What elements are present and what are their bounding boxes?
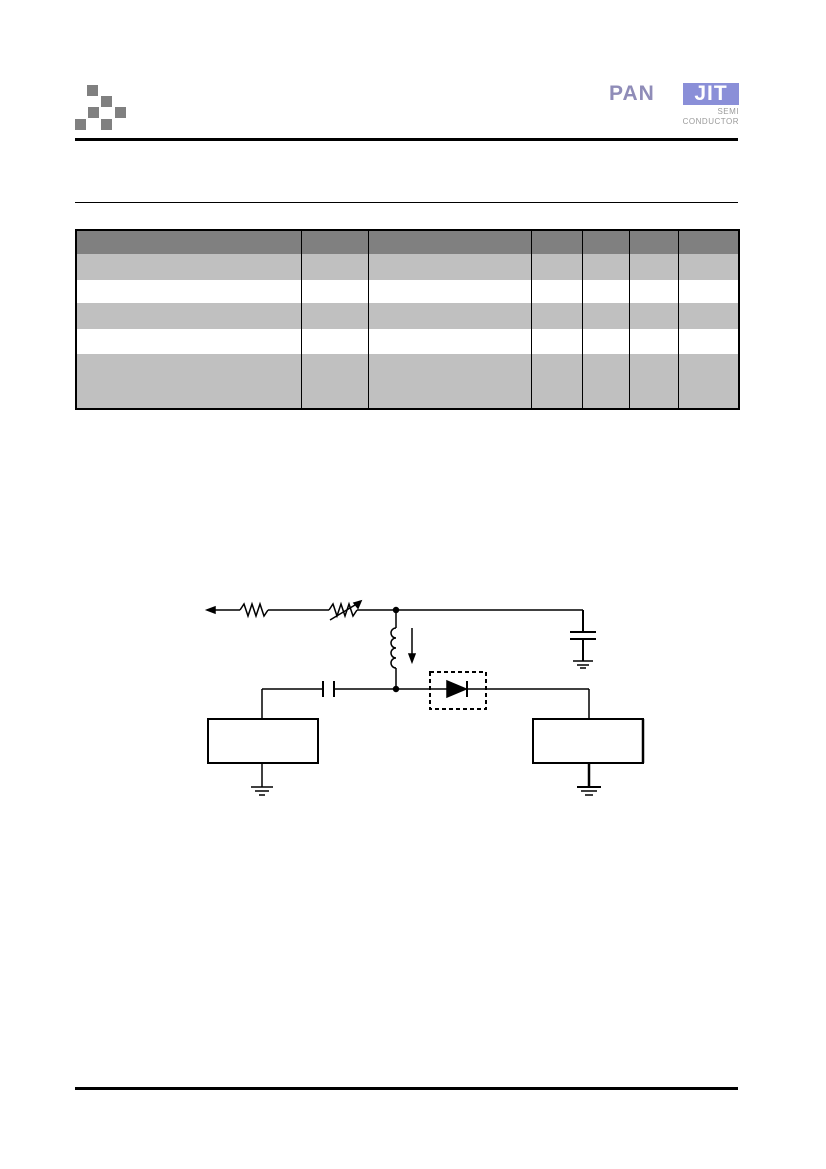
ground-cap-icon xyxy=(573,660,593,669)
table-cell xyxy=(628,303,678,329)
table-cell xyxy=(581,303,629,329)
table-header-cell xyxy=(581,230,629,254)
ground-right-icon xyxy=(577,786,601,796)
panjit-logo: PAN JIT SEMI CONDUCTOR xyxy=(609,82,739,128)
inductor-icon xyxy=(390,627,397,669)
table-cell xyxy=(367,254,531,280)
table-cell xyxy=(300,329,368,354)
table-cell xyxy=(367,303,531,329)
table-row xyxy=(76,280,739,303)
coupling-capacitor-icon xyxy=(322,681,335,697)
table-header-cell xyxy=(530,230,582,254)
input-arrow-icon xyxy=(204,605,240,615)
brand-jit-text: JIT xyxy=(683,83,739,105)
table-cell xyxy=(76,354,301,409)
table-cell xyxy=(677,254,739,280)
table-header-cell xyxy=(300,230,368,254)
table-cell xyxy=(530,303,582,329)
table-cell xyxy=(677,303,739,329)
table-cell xyxy=(76,280,301,303)
ground-left-icon xyxy=(251,786,273,796)
table-cell xyxy=(367,329,531,354)
dut-dashed-box xyxy=(429,671,487,710)
load-box xyxy=(532,718,644,764)
table-cell xyxy=(581,280,629,303)
table-cell xyxy=(581,254,629,280)
table-cell xyxy=(76,329,301,354)
table-cell xyxy=(530,280,582,303)
table-cell xyxy=(367,354,531,409)
table-cell xyxy=(300,303,368,329)
brand-conductor-text: CONDUCTOR xyxy=(682,117,739,126)
table-cell xyxy=(367,280,531,303)
table-cell xyxy=(300,354,368,409)
table-cell xyxy=(628,254,678,280)
table-row xyxy=(76,303,739,329)
table-row xyxy=(76,329,739,354)
table-header-cell xyxy=(76,230,301,254)
table-cell xyxy=(628,280,678,303)
footer-rule xyxy=(75,1087,738,1090)
table-cell xyxy=(677,329,739,354)
table-cell xyxy=(530,329,582,354)
bypass-capacitor-icon xyxy=(570,610,596,661)
table-header-cell xyxy=(367,230,531,254)
table-cell xyxy=(530,354,582,409)
section-rule xyxy=(75,202,738,203)
resistor-icon xyxy=(239,601,269,619)
table-cell xyxy=(581,354,629,409)
table-row xyxy=(76,354,739,409)
table-cell xyxy=(628,354,678,409)
header-rule xyxy=(75,138,738,141)
table-cell xyxy=(530,254,582,280)
current-arrow-icon xyxy=(407,628,417,665)
table-cell xyxy=(581,329,629,354)
table-cell xyxy=(76,303,301,329)
variable-resistor-icon xyxy=(328,599,363,621)
diode-icon xyxy=(446,679,468,699)
table-header-cell xyxy=(677,230,739,254)
table-header-cell xyxy=(628,230,678,254)
table-cell xyxy=(300,254,368,280)
brand-semi-text: SEMI xyxy=(717,107,739,116)
table-row xyxy=(76,254,739,280)
table-cell xyxy=(628,329,678,354)
table-cell xyxy=(76,254,301,280)
table-cell xyxy=(300,280,368,303)
brand-pan-text: PAN xyxy=(609,82,655,105)
spec-table xyxy=(75,229,740,410)
source-box xyxy=(207,718,319,764)
table-header-row xyxy=(76,230,739,254)
table-cell xyxy=(677,280,739,303)
table-cell xyxy=(677,354,739,409)
